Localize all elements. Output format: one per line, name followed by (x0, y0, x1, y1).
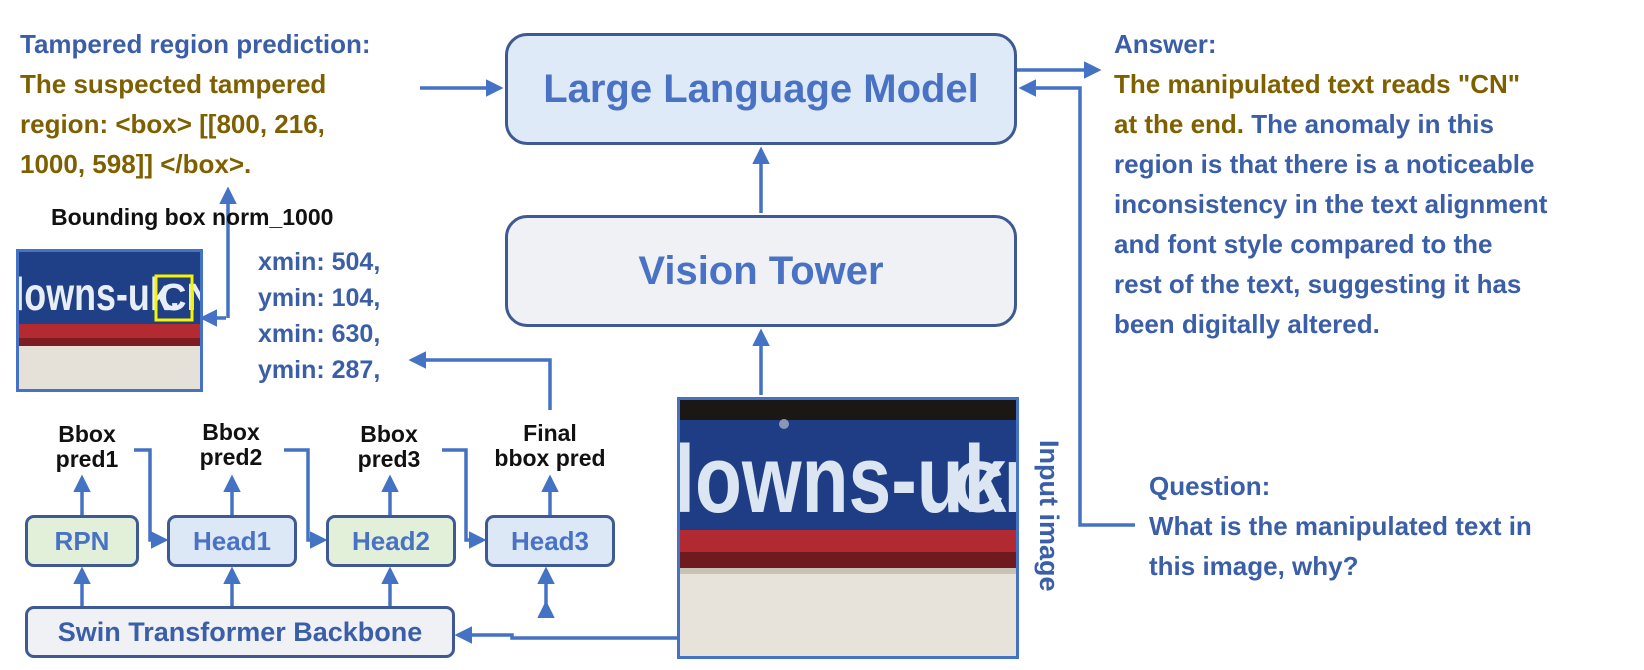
answer-heading: Answer: (1114, 29, 1217, 59)
bbox-coordinates: xmin: 504, ymin: 104, xmin: 630, ymin: 2… (258, 244, 380, 388)
answer-gold-line-2: at the end. (1114, 109, 1245, 139)
question-block: Question: What is the manipulated text i… (1149, 466, 1639, 586)
input-image-label: Input image (1034, 440, 1064, 592)
question-heading: Question: (1149, 471, 1271, 501)
crop-sign-text: lowns-uk. (19, 269, 180, 320)
rpn-box: RPN (25, 515, 139, 567)
pred1-line2: pred1 (55, 446, 119, 472)
answer-line-3: region is that there is a noticeable (1114, 149, 1535, 179)
tamper-highlight-box (154, 274, 194, 322)
input-sign-tail: CN (952, 448, 1016, 528)
bbox-pred2-label: Bbox pred2 (186, 420, 276, 470)
final-pred-line1: Final (523, 420, 577, 446)
answer-gold-line-1: The manipulated text reads "CN" (1114, 69, 1521, 99)
answer-line-4: inconsistency in the text alignment (1114, 189, 1548, 219)
tampered-prediction: Tampered region prediction: The suspecte… (20, 24, 371, 184)
answer-line-5: and font style compared to the (1114, 229, 1493, 259)
pred1-line1: Bbox (58, 421, 116, 447)
bbox-pred3-label: Bbox pred3 (344, 422, 434, 472)
vision-tower-box: Vision Tower (505, 215, 1017, 327)
pred2-line2: pred2 (199, 444, 263, 470)
head1-box: Head1 (167, 515, 297, 567)
large-language-model-box: Large Language Model (505, 33, 1017, 145)
tampered-line-2: region: <box> [[800, 216, (20, 109, 325, 139)
input-sign-text: lowns-uk. (680, 426, 1016, 533)
final-bbox-pred-label: Final bbox pred (480, 421, 620, 471)
head2-box: Head2 (326, 515, 456, 567)
bbox-norm-label: Bounding box norm_1000 (51, 204, 334, 230)
cropped-region-image: lowns-uk. CN (16, 249, 203, 392)
crop-sign-tail: CN (159, 277, 200, 319)
tampered-heading: Tampered region prediction: (20, 29, 371, 59)
coord-ymin-2: ymin: 287, (258, 356, 381, 384)
tampered-line-1: The suspected tampered (20, 69, 327, 99)
input-image: lowns-uk. CN (677, 397, 1019, 659)
head3-box: Head3 (485, 515, 615, 567)
pred3-line2: pred3 (357, 446, 421, 472)
answer-line-7: been digitally altered. (1114, 309, 1380, 339)
pred2-line1: Bbox (202, 419, 260, 445)
coord-xmin-1: xmin: 504, (258, 248, 381, 276)
coord-xmin-2: xmin: 630, (258, 320, 381, 348)
pred3-line1: Bbox (360, 421, 418, 447)
answer-blue-first: The anomaly in this (1244, 109, 1494, 139)
coord-ymin-1: ymin: 104, (258, 284, 381, 312)
final-pred-line2: bbox pred (494, 445, 606, 471)
answer-block: Answer: The manipulated text reads "CN" … (1114, 24, 1639, 344)
answer-line-6: rest of the text, suggesting it has (1114, 269, 1522, 299)
question-line-1: What is the manipulated text in (1149, 511, 1532, 541)
bbox-pred1-label: Bbox pred1 (42, 422, 132, 472)
swin-backbone-box: Swin Transformer Backbone (25, 606, 455, 658)
tampered-line-3: 1000, 598]] </box>. (20, 149, 252, 179)
question-line-2: this image, why? (1149, 551, 1359, 581)
